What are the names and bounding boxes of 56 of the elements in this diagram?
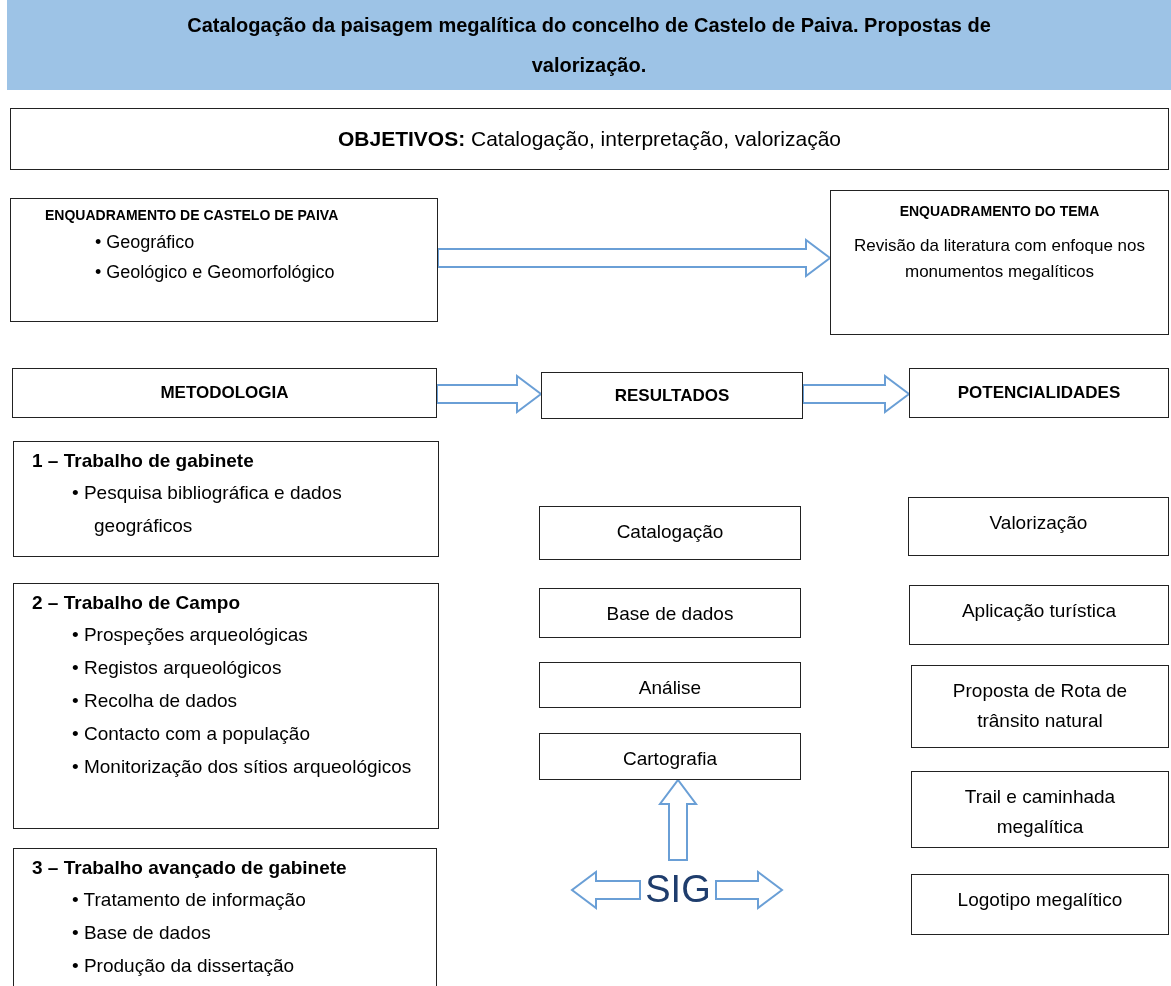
bullet-item: • Geológico e Geomorfológico bbox=[95, 261, 336, 284]
box-heading: 1 – Trabalho de gabinete bbox=[32, 450, 255, 472]
bullet-item: • Base de dados bbox=[72, 921, 212, 945]
box-label: RESULTADOS bbox=[613, 384, 731, 407]
box-label: METODOLOGIA bbox=[159, 382, 290, 405]
list-box bbox=[13, 848, 437, 986]
box-heading: ENQUADRAMENTO DO TEMA bbox=[899, 203, 1100, 219]
block-arrow bbox=[436, 374, 543, 414]
box-label: Trail e caminhada megalítica bbox=[963, 785, 1117, 840]
block-arrow bbox=[715, 870, 784, 910]
box-label: Aplicação turística bbox=[960, 599, 1118, 623]
title-banner: Catalogação da paisagem megalítica do concelho de Castelo de Paiva. Propostas de valorização. bbox=[7, 0, 1171, 90]
text-box bbox=[909, 585, 1169, 645]
text-box bbox=[909, 368, 1169, 418]
text-box bbox=[539, 588, 801, 638]
text-box bbox=[908, 497, 1169, 556]
text-box bbox=[12, 368, 437, 418]
block-arrow bbox=[437, 238, 832, 278]
box-heading: ENQUADRAMENTO DE CASTELO DE PAIVA bbox=[45, 207, 340, 223]
block-arrow bbox=[658, 778, 698, 861]
sig-label: SIG bbox=[640, 860, 716, 918]
bullet-item: • Contacto com a população bbox=[72, 722, 311, 746]
bullet-item: • Geográfico bbox=[95, 231, 196, 254]
bullet-item: • Prospeções arqueológicas bbox=[72, 623, 309, 647]
box-label: Proposta de Rota de trânsito natural bbox=[951, 679, 1129, 734]
list-box bbox=[13, 583, 439, 829]
block-arrow bbox=[570, 870, 641, 910]
text-box bbox=[911, 874, 1169, 935]
list-box bbox=[13, 441, 439, 557]
objectives-text: OBJETIVOS: Catalogação, interpretação, valorização bbox=[336, 126, 843, 153]
bullet-item: • Recolha de dados bbox=[72, 689, 239, 713]
box-text: Revisão da literatura com enfoque nos monumentos megalíticos bbox=[852, 235, 1147, 283]
bullet-item: • Produção da dissertação bbox=[72, 954, 296, 978]
text-box bbox=[541, 372, 803, 419]
box-heading: 2 – Trabalho de Campo bbox=[32, 592, 241, 614]
box-label: Logotipo megalítico bbox=[956, 888, 1124, 912]
box-heading: 3 – Trabalho avançado de gabinete bbox=[32, 857, 348, 879]
text-box bbox=[830, 190, 1169, 335]
text-box bbox=[539, 506, 801, 560]
text-box bbox=[911, 771, 1169, 848]
box-label: Cartografia bbox=[622, 747, 718, 771]
block-arrow bbox=[802, 374, 911, 414]
box-label: Valorização bbox=[988, 511, 1089, 535]
text-box bbox=[10, 108, 1169, 170]
text-box bbox=[911, 665, 1169, 748]
bullet-item: • Registos arqueológicos bbox=[72, 656, 283, 680]
box-label: Catalogação bbox=[615, 520, 725, 544]
bullet-item: • Monitorização dos sítios arqueológicos bbox=[72, 755, 413, 779]
bullet-item: • Tratamento de informação bbox=[72, 888, 307, 912]
box-label: Base de dados bbox=[605, 602, 735, 626]
box-label: Análise bbox=[637, 676, 703, 700]
box-label: POTENCIALIDADES bbox=[956, 382, 1122, 405]
list-box bbox=[10, 198, 438, 322]
bullet-item: • Pesquisa bibliográfica e dados geográficos bbox=[72, 481, 343, 538]
text-box bbox=[539, 662, 801, 708]
text-box bbox=[539, 733, 801, 780]
